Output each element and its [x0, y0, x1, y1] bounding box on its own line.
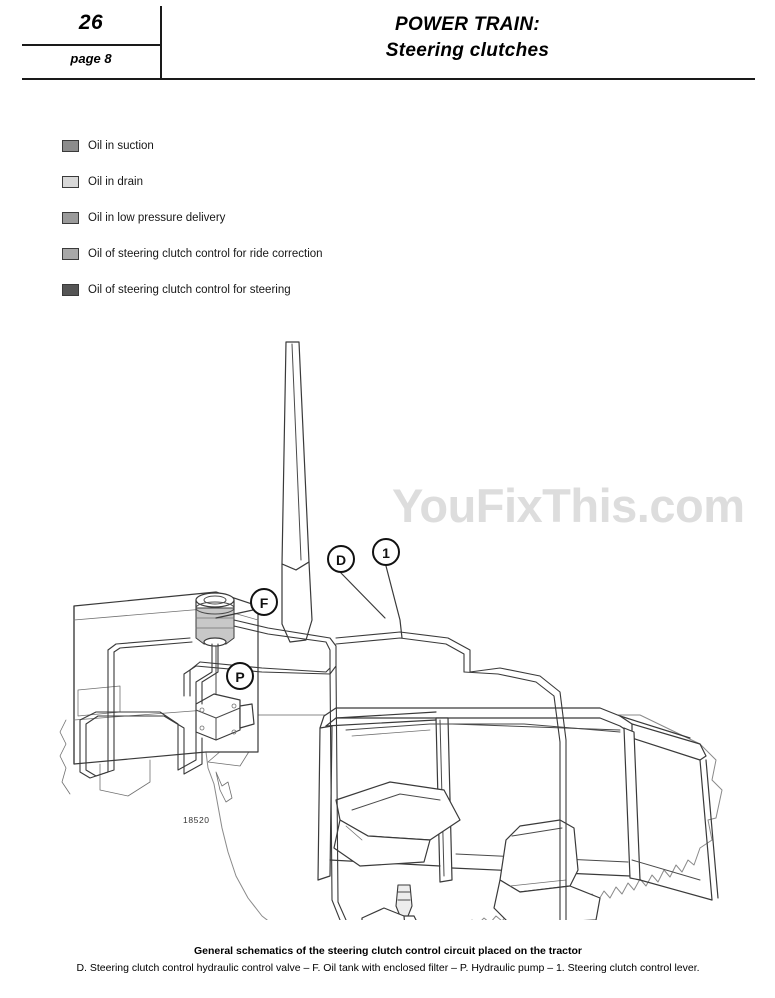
- callout-leader-lines: [215, 565, 403, 639]
- figure-caption-title: General schematics of the steering clutc…: [193, 945, 582, 957]
- page-header: 26 page 8 POWER TRAIN: Steering clutches: [0, 0, 775, 92]
- hydraulic-pump: [195, 693, 255, 741]
- operator-seat: [493, 819, 601, 920]
- oil-in-suction-swatch: [62, 140, 79, 152]
- figure-reference-number: 18520: [183, 815, 210, 825]
- legend-item-label: Oil of steering clutch control for steer…: [88, 284, 291, 296]
- cab-rops-frame: [317, 707, 719, 901]
- color-legend: Oil in suction Oil in drain Oil in low p…: [62, 138, 482, 318]
- legend-item-label: Oil in low pressure delivery: [88, 212, 226, 224]
- hydraulic-pipe-circuit: [79, 619, 567, 920]
- page-title-line-2: Steering clutches: [385, 40, 550, 61]
- oil-steering-swatch: [62, 284, 79, 296]
- page-title: POWER TRAIN: Steering clutches: [180, 12, 755, 64]
- figure-caption: General schematics of the steering clutc…: [38, 944, 738, 975]
- page-label: page 8: [70, 51, 112, 66]
- exhaust-stack: [281, 341, 313, 643]
- header-vertical-divider: [160, 6, 162, 80]
- legend-item-label: Oil in suction: [88, 140, 154, 152]
- page-title-line-1: POWER TRAIN:: [394, 14, 541, 35]
- oil-ride-correction-swatch: [62, 248, 79, 260]
- legend-item-label: Oil in drain: [88, 176, 143, 188]
- oil-low-pressure-delivery-swatch: [62, 212, 79, 224]
- legend-item: Oil of steering clutch control for ride …: [62, 246, 482, 282]
- hydraulic-control-valve: [361, 907, 405, 920]
- figure-caption-legend: D. Steering clutch control hydraulic con…: [76, 962, 700, 974]
- tractor-schematic-svg: .ln { fill:none; stroke:#3a3a3a; stroke-…: [59, 341, 723, 920]
- header-rule-middle: [22, 44, 160, 46]
- header-rule-bottom: [22, 78, 755, 80]
- legend-item: Oil in drain: [62, 174, 482, 210]
- oil-in-drain-swatch: [62, 176, 79, 188]
- legend-item: Oil in suction: [62, 138, 482, 174]
- crawler-track-ground: [205, 714, 723, 920]
- legend-item: Oil in low pressure delivery: [62, 210, 482, 246]
- dash-console: [333, 781, 461, 867]
- chapter-number: 26: [78, 11, 104, 34]
- legend-item: Oil of steering clutch control for steer…: [62, 282, 482, 318]
- oil-tank-filter: [195, 592, 235, 647]
- hydraulic-schematic-illustration: .ln { fill:none; stroke:#3a3a3a; stroke-…: [0, 320, 775, 920]
- legend-item-label: Oil of steering clutch control for ride …: [88, 248, 323, 260]
